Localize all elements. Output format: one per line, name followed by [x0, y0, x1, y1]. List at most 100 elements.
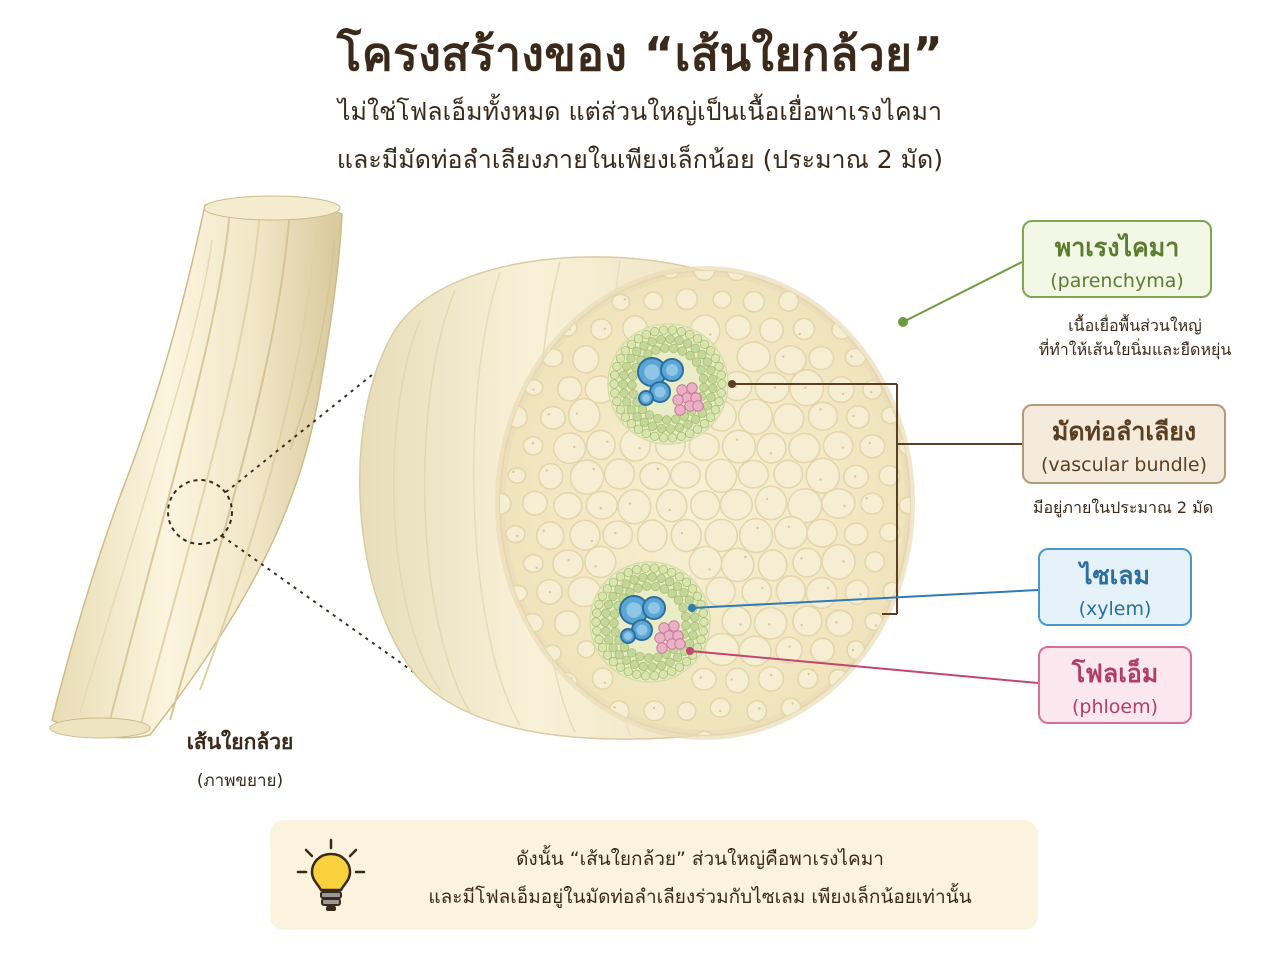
parenchyma-cell [670, 518, 702, 553]
sheath-cell [626, 419, 637, 429]
sheath-cell [714, 361, 724, 372]
cell-speckle [613, 706, 616, 709]
parenchyma-cell [777, 290, 800, 312]
parenchyma-cell [643, 700, 666, 722]
cell-speckle [761, 586, 764, 590]
sheath-cell [665, 334, 675, 344]
sheath-cell [647, 572, 657, 582]
parenchyma-cell [775, 575, 807, 607]
cell-speckle [769, 452, 772, 455]
parenchyma-cell [878, 464, 901, 487]
sheath-cell [597, 643, 608, 653]
cell-speckle [758, 707, 761, 710]
parenchyma-cell [691, 667, 717, 691]
xylem-vessel-lumen [647, 601, 661, 615]
cell-speckle [575, 412, 579, 415]
parenchyma-cell [754, 371, 790, 404]
parenchyma-cell [591, 667, 614, 690]
vascular-bundle-leader-dot [728, 380, 736, 388]
parenchyma-cell [688, 432, 721, 462]
sheath-cell [601, 608, 611, 618]
vascular-bundle-1 [607, 323, 729, 445]
cell-speckle [787, 525, 791, 529]
cell-speckle [592, 467, 596, 471]
sheath-cell [698, 373, 709, 384]
sheath-cell [714, 396, 724, 407]
phloem-cell [654, 632, 666, 644]
parenchyma-cell [742, 290, 766, 313]
sheath-cell [628, 389, 639, 399]
banana-fiber-strand [49, 195, 343, 739]
parenchyma-cell [705, 576, 736, 608]
parenchyma-cell [825, 609, 854, 637]
sheath-cell [609, 379, 619, 389]
parenchyma-cell [590, 318, 613, 341]
fiber-label-title: เส้นใยกล้วย [186, 730, 294, 754]
cell-speckle [807, 672, 810, 676]
cell-speckle [535, 566, 538, 570]
sheath-cell [638, 661, 649, 672]
sheath-cell [710, 405, 721, 415]
sheath-cell [623, 666, 634, 677]
parenchyma-note: เนื้อเยื่อพื้นส่วนใหญ่ ที่ทำให้เส้นใยนิ่… [1020, 314, 1250, 362]
sheath-cell [650, 431, 660, 442]
parenchyma-cell [669, 461, 701, 489]
sheath-cell [706, 392, 716, 402]
xylem-leader-dot [688, 604, 696, 612]
xylem-leader [691, 589, 1039, 609]
parenchyma-cell [805, 457, 841, 494]
cell-speckle [656, 467, 660, 471]
sheath-cell [649, 671, 660, 681]
sheath-cell [698, 626, 708, 636]
cell-speckle [865, 497, 868, 500]
xylem-label: ไซเลม (xylem) [1038, 548, 1192, 626]
parenchyma-leader-dot [898, 317, 908, 327]
xylem-vessel-lumen [665, 363, 679, 377]
parenchyma-cell [898, 496, 910, 515]
parenchyma-cell [553, 610, 581, 637]
zoom-connector-bottom [221, 535, 471, 713]
sheath-cell [609, 618, 619, 628]
parenchyma-cell [878, 522, 901, 543]
sheath-cell [608, 657, 619, 667]
sheath-cell [644, 653, 654, 663]
sheath-cell [601, 626, 611, 636]
xylem-vessel-lumen [654, 386, 666, 398]
parenchyma-cell [720, 547, 755, 583]
sheath-cell [674, 335, 684, 346]
cell-speckle [765, 497, 769, 501]
sheath-cell [710, 353, 721, 363]
cell-speckle [782, 355, 785, 358]
parenchyma-cell [552, 549, 585, 579]
parenchyma-cell [808, 345, 835, 371]
parenchyma-cell [775, 636, 803, 664]
parenchyma-cell [538, 462, 564, 490]
sheath-cell [699, 419, 710, 429]
phloem-cell [692, 400, 704, 412]
sheath-cell [684, 329, 695, 340]
cell-speckle [791, 702, 794, 705]
sheath-cell [692, 591, 703, 601]
sheath-cell [656, 423, 667, 434]
sheath-cell [635, 651, 645, 662]
sheath-cell [665, 424, 676, 434]
cell-speckle [798, 332, 801, 336]
sheath-cell [626, 353, 636, 364]
sheath-cell [615, 662, 626, 672]
vascular-bundle-2 [589, 561, 711, 683]
sheath-cell [594, 634, 604, 645]
parenchyma-note-line-1: เนื้อเยื่อพื้นส่วนใหญ่ [1068, 316, 1202, 335]
sheath-cell [641, 428, 652, 439]
parenchyma-cell [862, 379, 883, 401]
parenchyma-cell [822, 431, 854, 461]
cell-speckle [668, 508, 672, 512]
parenchyma-cell [772, 403, 805, 435]
sheath-cell [592, 626, 602, 636]
sheath-cell [641, 329, 652, 340]
cell-speckle [868, 441, 872, 445]
cell-speckle [851, 648, 855, 652]
cell-speckle [735, 438, 739, 441]
sheath-cell [649, 563, 660, 573]
sheath-cell [626, 648, 637, 658]
